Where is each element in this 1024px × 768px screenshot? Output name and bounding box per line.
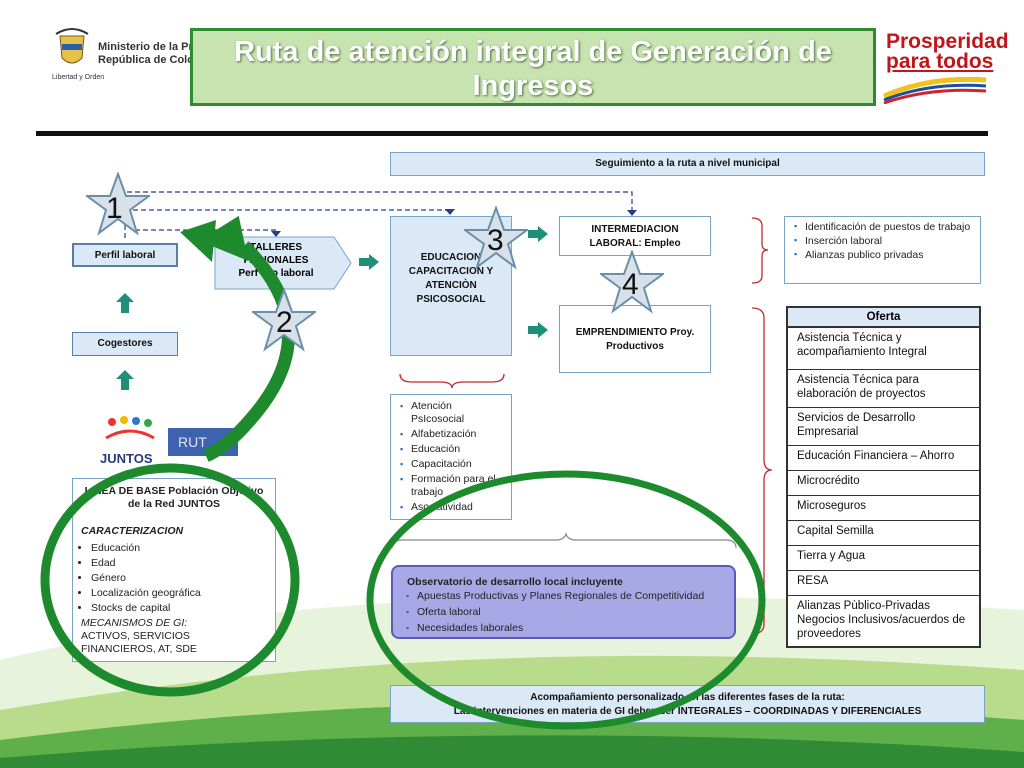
colombia-coat-of-arms-icon	[52, 26, 92, 72]
list-item: Stocks de capital	[91, 602, 267, 615]
list-item: Apuestas Productivas y Planes Regionales…	[406, 589, 724, 603]
perfil-laboral-box: Perfil laboral	[72, 243, 178, 267]
observatorio-box: Observatorio de desarrollo local incluye…	[391, 565, 736, 639]
right-arrow-icon	[528, 226, 548, 247]
list-item: Necesidades laborales	[406, 621, 724, 635]
list-item: Edad	[91, 557, 267, 570]
list-item: Educación	[400, 443, 507, 456]
motto: Libertad y Orden	[52, 74, 105, 81]
oferta-item: Asistencia Técnica y acompañamiento Inte…	[786, 328, 981, 370]
list-item: Identificación de puestos de trabajo	[794, 221, 976, 233]
list-item: Atención PsIcosocial	[400, 400, 507, 426]
juntos-logo: JUNTOS	[100, 414, 160, 465]
list-item: Inserción laboral	[794, 235, 976, 247]
star-2-icon	[252, 288, 316, 352]
up-arrow-icon	[116, 293, 134, 318]
oferta-item: Microseguros	[786, 496, 981, 521]
oferta-item: Asistencia Técnica para elaboración de p…	[786, 370, 981, 408]
right-arrow-icon	[359, 254, 379, 275]
star-4-icon	[600, 250, 664, 314]
ministry-name: Ministerio de la Pro República de Colomb	[98, 41, 211, 66]
oferta-item: Educación Financiera – Ahorro	[786, 446, 981, 471]
prosperidad-logo: Prosperidad para todos	[886, 30, 1009, 73]
oferta-item: RESA	[786, 571, 981, 596]
seguimiento-bar: Seguimiento a la ruta a nivel municipal	[390, 152, 985, 176]
oferta-item: Alianzas Pùblico-Privadas Negocios Inclu…	[786, 596, 981, 648]
star-3-icon	[464, 206, 528, 270]
oferta-item: Microcrédito	[786, 471, 981, 496]
logo-flag-swoosh	[883, 76, 987, 104]
header-divider	[36, 131, 988, 136]
star-1-label: 1	[106, 192, 123, 225]
right-arrow-icon	[528, 322, 548, 343]
list-item: Alfabetización	[400, 428, 507, 441]
list-item: Localización geográfica	[91, 587, 267, 600]
star-3-label: 3	[487, 224, 504, 257]
up-arrow-icon	[116, 370, 134, 395]
oferta-header: Oferta	[786, 306, 981, 328]
list-item: Género	[91, 572, 267, 585]
empleo-bullets: Identificación de puestos de trabajo Ins…	[784, 216, 981, 284]
list-item: Capacitación	[400, 458, 507, 471]
oferta-item: Servicios de Desarrollo Empresarial	[786, 408, 981, 446]
list-item: Oferta laboral	[406, 605, 724, 619]
list-item: Formación para el trabajo	[400, 473, 507, 499]
page-title: Ruta de atención integral de Generación …	[190, 28, 876, 106]
oferta-item: Capital Semilla	[786, 521, 981, 546]
emprendimiento-box: EMPRENDIMIENTO Proy.Productivos	[559, 305, 711, 373]
oferta-item: Tierra y Agua	[786, 546, 981, 571]
list-item: Alianzas publico privadas	[794, 249, 976, 261]
list-item: Educación	[91, 542, 267, 555]
cogestores-box: Cogestores	[72, 332, 178, 356]
star-2-label: 2	[276, 306, 293, 339]
star-1-icon	[86, 172, 150, 236]
star-4-label: 4	[622, 268, 639, 301]
